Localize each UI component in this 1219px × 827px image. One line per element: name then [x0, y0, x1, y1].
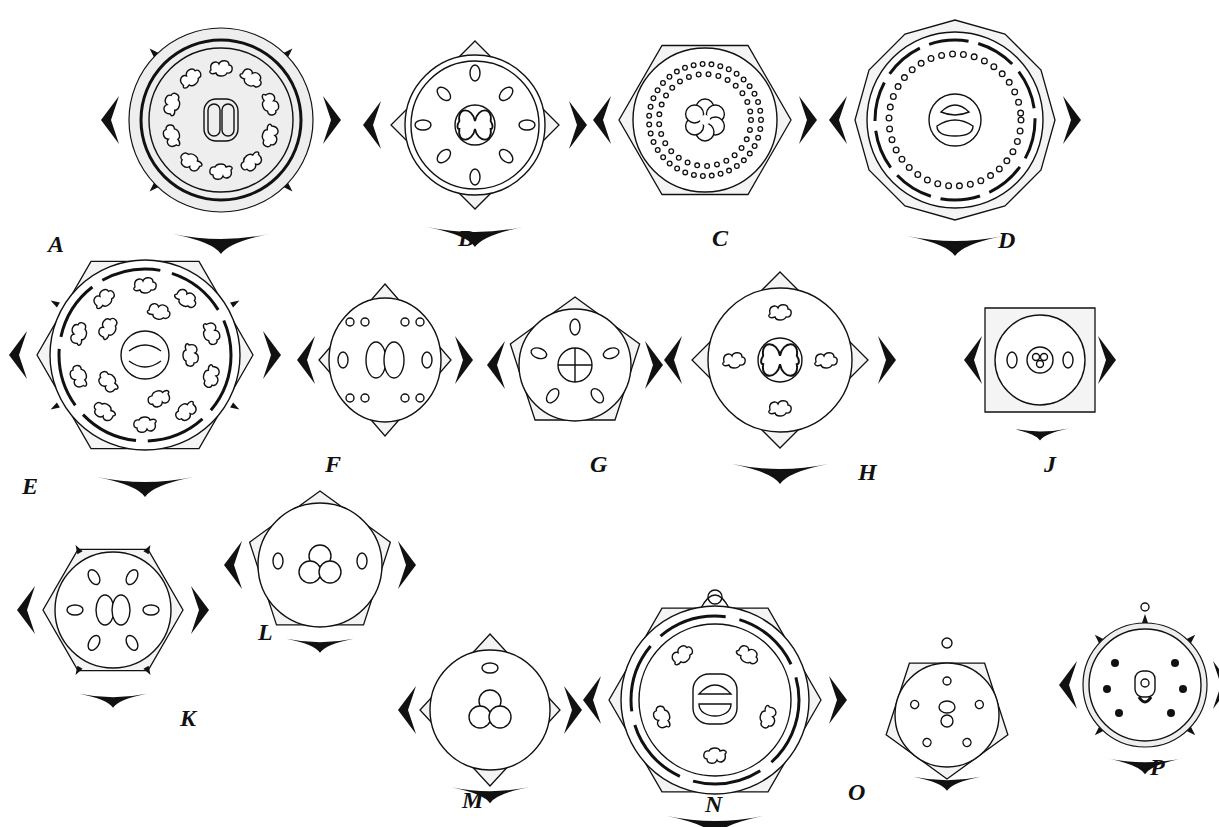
figure-letter: E	[22, 474, 38, 498]
floral-diagram	[964, 308, 1116, 440]
figure-letter: N	[705, 792, 722, 816]
floral-diagram	[9, 260, 281, 497]
floral-diagram	[664, 272, 896, 484]
figure-letter: D	[998, 228, 1015, 252]
floral-diagram	[886, 638, 1008, 791]
figure-letter: C	[712, 226, 728, 250]
figure-letter: J	[1044, 452, 1056, 476]
figure-letter: H	[858, 460, 877, 484]
figure-letter: G	[590, 452, 607, 476]
floral-diagram	[101, 28, 341, 254]
figure-letter: P	[1150, 755, 1165, 779]
figure-letter: L	[258, 620, 273, 644]
floral-diagram	[1059, 603, 1219, 774]
figure-letter: O	[848, 780, 865, 804]
figure-letter: K	[180, 706, 196, 730]
floral-diagram	[583, 590, 847, 827]
figure-letter: F	[325, 452, 341, 476]
figure-letter: B	[458, 226, 474, 250]
floral-diagram	[363, 41, 587, 247]
floral-diagram	[487, 297, 663, 421]
floral-diagram	[297, 284, 473, 436]
floral-diagram	[224, 491, 416, 653]
floral-diagram	[593, 46, 817, 195]
floral-diagram	[398, 634, 582, 803]
floral-diagram	[829, 20, 1081, 256]
figure-letter: M	[462, 788, 483, 812]
floral-diagram	[17, 544, 209, 708]
figure-letter: A	[48, 232, 64, 256]
